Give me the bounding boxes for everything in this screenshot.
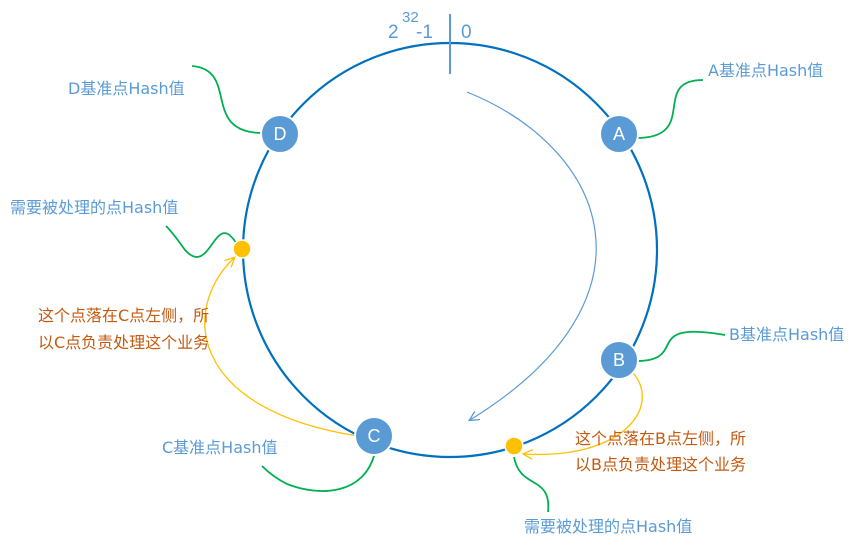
node-c-letter: C xyxy=(368,426,381,446)
node-b-letter: B xyxy=(613,350,625,370)
point-left-note-line-1: 这个点落在C点左侧，所 xyxy=(38,306,209,325)
node-a-label: A基准点Hash值 xyxy=(708,61,823,80)
node-c-label: C基准点Hash值 xyxy=(162,438,278,457)
leader-line-c xyxy=(261,451,376,492)
leader-line-bottom-point xyxy=(513,456,550,513)
point-left-label: 需要被处理的点Hash值 xyxy=(10,198,178,217)
leader-line-a xyxy=(635,79,704,139)
node-b: B xyxy=(599,340,639,380)
assignment-arrow-to-bottom-point xyxy=(524,367,643,454)
node-a: A xyxy=(599,114,639,154)
assignment-arrow-to-left-point xyxy=(204,258,359,437)
leader-line-left-point xyxy=(165,225,241,258)
point-left xyxy=(232,239,252,259)
leader-line-d xyxy=(191,65,264,134)
point-bottom-note-line-2: 以B点负责处理这个业务 xyxy=(575,455,746,474)
point-bottom xyxy=(504,436,524,456)
clockwise-direction-arrow xyxy=(466,91,597,420)
leader-line-b xyxy=(635,330,726,362)
node-c-circle xyxy=(354,416,394,456)
point-bottom-label: 需要被处理的点Hash值 xyxy=(524,517,692,536)
node-a-letter: A xyxy=(613,124,625,144)
node-c: C xyxy=(354,416,394,456)
point-left-note-line-2: 以C点负责处理这个业务 xyxy=(38,333,209,352)
node-d-circle xyxy=(260,114,300,154)
point-bottom-note-line-1: 这个点落在B点左侧，所 xyxy=(575,429,746,448)
node-d-label: D基准点Hash值 xyxy=(68,79,185,98)
node-b-circle xyxy=(599,340,639,380)
ring-max-base: 2 xyxy=(388,22,399,43)
hash-ring xyxy=(241,41,659,459)
node-d-letter: D xyxy=(274,124,287,144)
ring-max-minus-one: -1 xyxy=(416,22,433,43)
ring-zero-label: 0 xyxy=(461,22,472,43)
ring-max-exponent: 32 xyxy=(402,9,419,26)
node-a-circle xyxy=(599,114,639,154)
node-d: D xyxy=(260,114,300,154)
node-b-label: B基准点Hash值 xyxy=(729,325,844,344)
